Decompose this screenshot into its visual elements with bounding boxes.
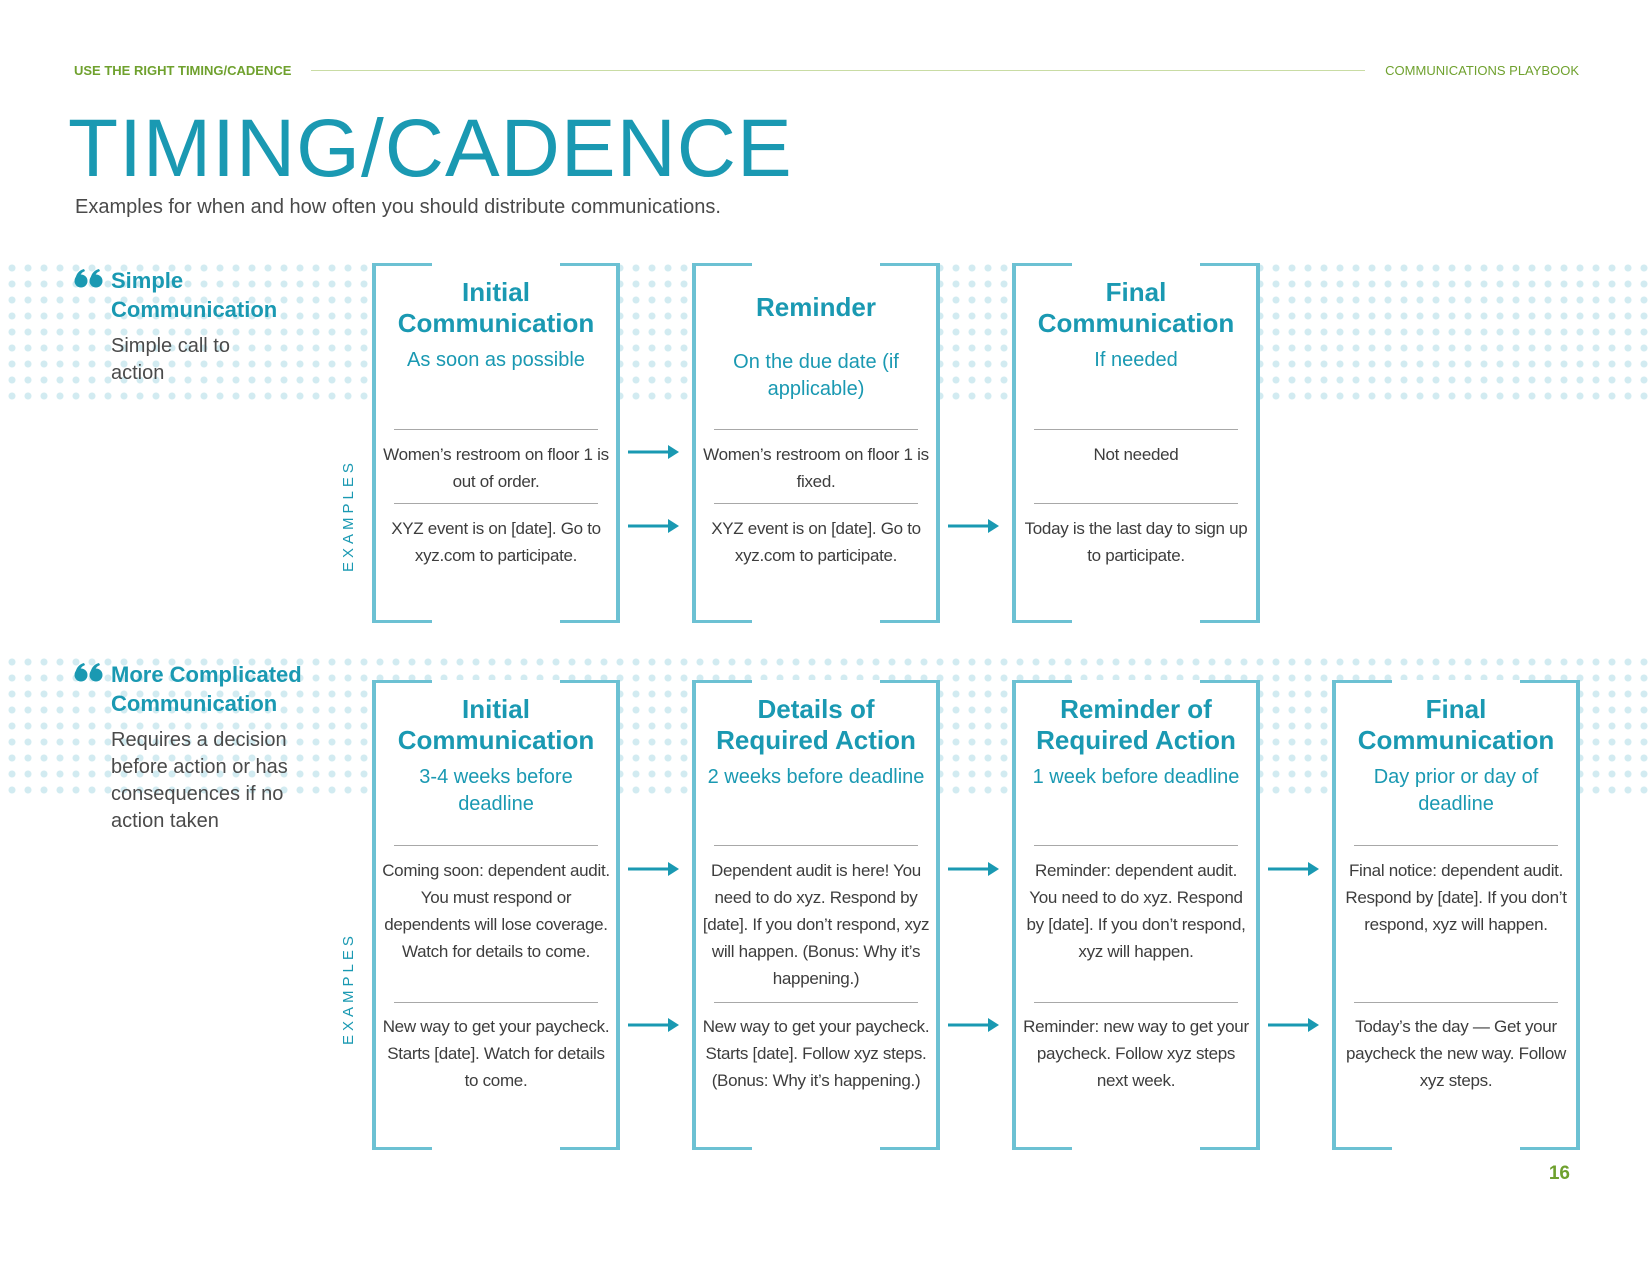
card-example: Women’s restroom on floor 1 is out of or…: [383, 445, 609, 491]
quote-icon: [74, 663, 103, 682]
timing-card: Initial Communication 3-4 weeks before d…: [372, 680, 620, 1150]
header-rule: [311, 69, 1366, 71]
row-label-complicated: More Complicated Communication Requires …: [74, 660, 344, 835]
card-example: Women’s restroom on floor 1 is fixed.: [703, 445, 929, 491]
page-number: 16: [1548, 1163, 1570, 1184]
timing-card: Reminder On the due date (if applicable)…: [692, 263, 940, 623]
examples-label: EXAMPLES: [340, 932, 357, 1045]
card-title: Details of Required Action: [716, 694, 916, 755]
card-timing: 2 weeks before deadline: [707, 766, 925, 788]
page-header: USE THE RIGHT TIMING/CADENCE COMMUNICATI…: [74, 60, 1579, 80]
timing-card: Initial Communication As soon as possibl…: [372, 263, 620, 623]
quote-icon: [74, 269, 103, 288]
card-example: Not needed: [1093, 445, 1179, 464]
card-example: Dependent audit is here! You need to do …: [702, 861, 930, 988]
card-example: New way to get your paycheck. Starts [da…: [382, 1017, 610, 1090]
arrow-right-icon: [628, 519, 679, 533]
arrow-right-icon: [948, 862, 999, 876]
card-example: Reminder: dependent audit. You need to d…: [1026, 861, 1246, 961]
publication-label: COMMUNICATIONS PLAYBOOK: [1385, 62, 1579, 78]
card-title: Initial Communication: [397, 277, 595, 338]
card-timing: On the due date (if applicable): [733, 351, 899, 400]
card-title: Reminder: [756, 292, 876, 322]
card-example: XYZ event is on [date]. Go to xyz.com to…: [711, 519, 921, 565]
card-title: Initial Communication: [397, 694, 595, 755]
timing-card: Final Communication Day prior or day of …: [1332, 680, 1580, 1150]
page-subtitle: Examples for when and how often you shou…: [75, 196, 721, 218]
arrow-right-icon: [628, 862, 679, 876]
row-label-desc: Requires a decision before action or has…: [111, 729, 288, 832]
card-title: Reminder of Required Action: [1036, 694, 1236, 755]
arrow-right-icon: [948, 1018, 999, 1032]
arrow-right-icon: [948, 519, 999, 533]
arrow-right-icon: [628, 445, 679, 459]
row-label-title: More Complicated Communication: [111, 662, 302, 716]
page-title: TIMING/CADENCE: [68, 103, 793, 194]
arrow-right-icon: [1268, 1018, 1319, 1032]
timing-card: Details of Required Action 2 weeks befor…: [692, 680, 940, 1150]
card-example: XYZ event is on [date]. Go to xyz.com to…: [391, 519, 601, 565]
card-timing: Day prior or day of deadline: [1373, 766, 1539, 815]
card-title: Final Communication: [1037, 277, 1235, 338]
card-timing: If needed: [1094, 349, 1178, 371]
section-label: USE THE RIGHT TIMING/CADENCE: [74, 62, 292, 78]
card-example: Coming soon: dependent audit. You must r…: [382, 861, 610, 961]
card-example: Reminder: new way to get your paycheck. …: [1023, 1017, 1249, 1090]
arrow-right-icon: [628, 1018, 679, 1032]
row-label-title: Simple Communication: [111, 268, 278, 322]
examples-label: EXAMPLES: [340, 459, 357, 572]
timing-card: Final Communication If needed Not needed…: [1012, 263, 1260, 623]
card-example: Final notice: dependent audit. Respond b…: [1345, 861, 1567, 934]
card-example: New way to get your paycheck. Starts [da…: [702, 1017, 930, 1090]
card-timing: 3-4 weeks before deadline: [419, 766, 573, 815]
timing-card: Reminder of Required Action 1 week befor…: [1012, 680, 1260, 1150]
card-timing: 1 week before deadline: [1032, 766, 1240, 788]
arrow-right-icon: [1268, 862, 1319, 876]
card-example: Today’s the day — Get your paycheck the …: [1346, 1017, 1566, 1090]
card-timing: As soon as possible: [407, 349, 585, 371]
card-title: Final Communication: [1357, 694, 1555, 755]
row-label-simple: Simple Communication Simple call to acti…: [74, 266, 344, 387]
row-label-desc: Simple call to action: [111, 335, 230, 384]
card-example: Today is the last day to sign up to part…: [1024, 519, 1248, 565]
